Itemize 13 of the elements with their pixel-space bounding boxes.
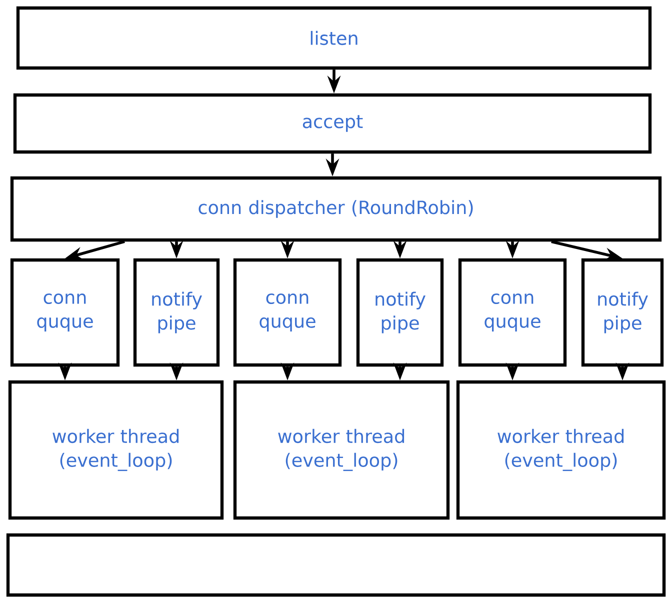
process-box: worker thread (event_loop) [233, 380, 450, 520]
process-box: conn quque [458, 258, 567, 367]
storage-box [6, 533, 666, 597]
process-box: conn dispatcher (RoundRobin) [10, 176, 662, 242]
process-box: worker thread (event_loop) [456, 380, 666, 520]
process-box: listen [16, 6, 652, 70]
process-box: notify pipe [581, 258, 664, 367]
process-box: notify pipe [356, 258, 444, 367]
process-box: accept [13, 93, 652, 154]
process-box: conn quque [10, 258, 120, 367]
process-box: conn quque [233, 258, 342, 367]
process-box: worker thread (event_loop) [8, 380, 224, 520]
process-box: notify pipe [133, 258, 220, 367]
